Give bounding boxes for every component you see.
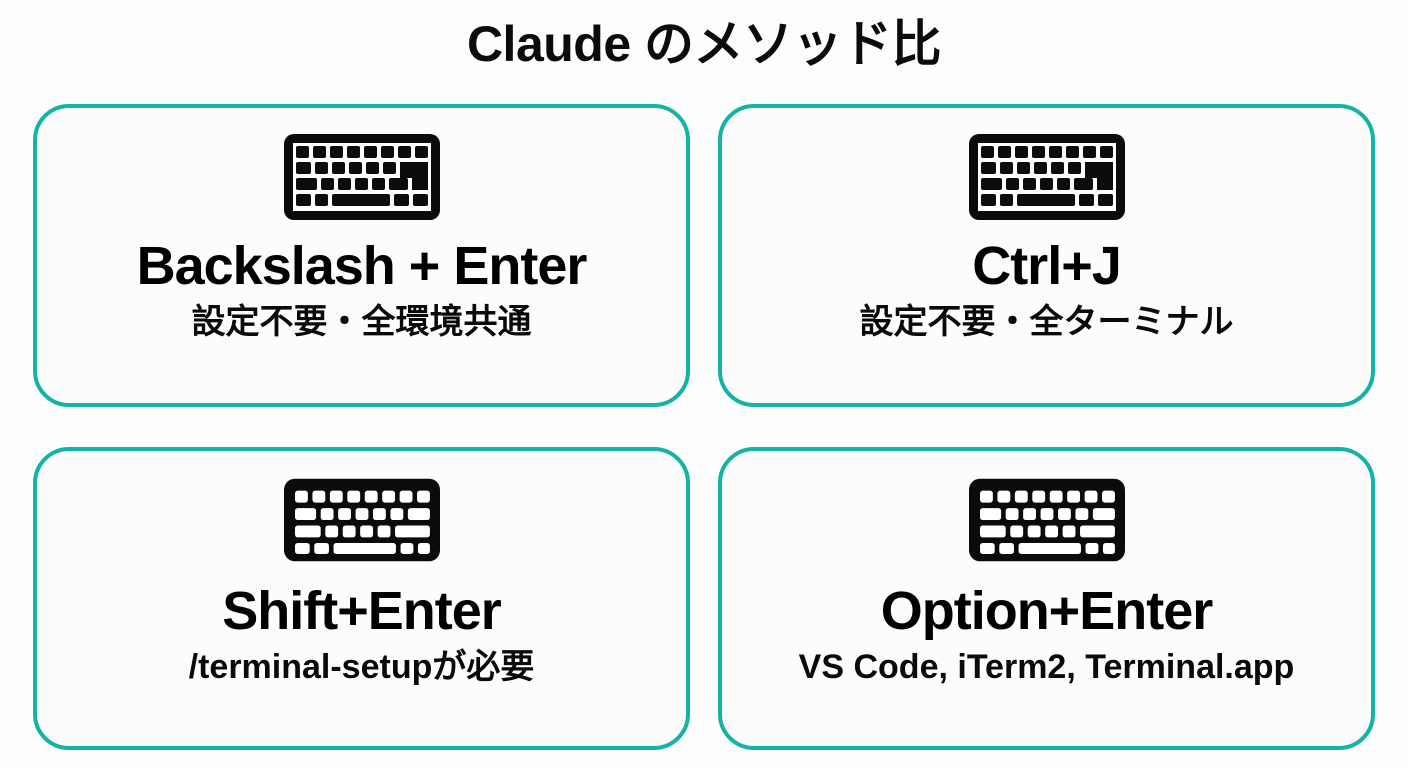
- card-title: Shift+Enter: [222, 581, 502, 641]
- keyboard-icon: [283, 478, 440, 562]
- method-card-ctrl-j[interactable]: Ctrl+J 設定不要・全ターミナル: [718, 104, 1375, 407]
- card-subtitle: /terminal-setupが必要: [188, 648, 535, 686]
- card-subtitle: 設定不要・全環境共通: [191, 303, 532, 341]
- method-card-option-enter[interactable]: Option+Enter VS Code, iTerm2, Terminal.a…: [718, 447, 1375, 750]
- keyboard-icon: [968, 134, 1125, 220]
- method-card-backslash-enter[interactable]: Backslash + Enter 設定不要・全環境共通: [33, 104, 690, 407]
- method-card-shift-enter[interactable]: Shift+Enter /terminal-setupが必要: [33, 447, 690, 750]
- card-title: Backslash + Enter: [136, 236, 588, 296]
- card-title: Option+Enter: [880, 581, 1214, 641]
- page-title: Claude のメソッド比: [466, 16, 942, 72]
- keyboard-icon: [968, 478, 1125, 562]
- card-subtitle: 設定不要・全ターミナル: [859, 303, 1234, 341]
- card-subtitle: VS Code, iTerm2, Terminal.app: [798, 648, 1295, 686]
- card-title: Ctrl+J: [972, 236, 1122, 296]
- method-card-grid: Backslash + Enter 設定不要・全環境共通: [33, 104, 1375, 750]
- keyboard-icon: [283, 134, 440, 220]
